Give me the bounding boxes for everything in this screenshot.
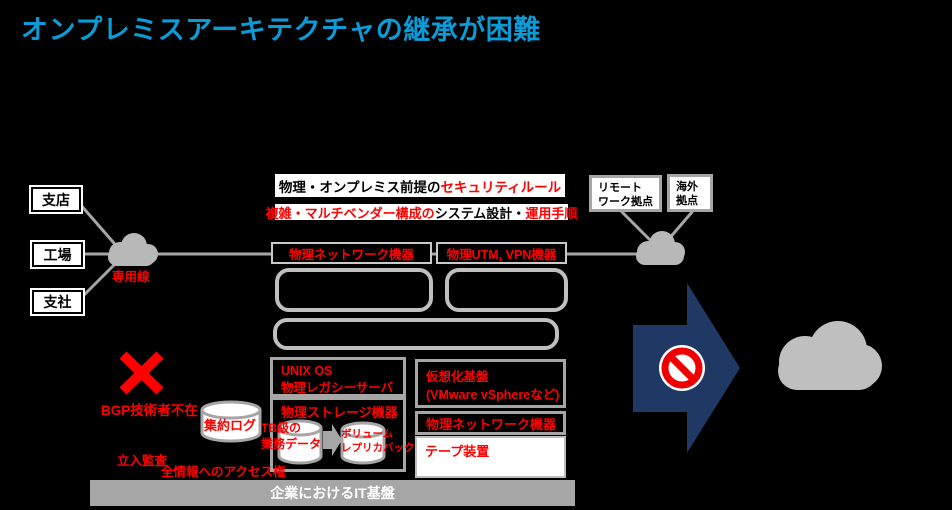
design-procedure-box: 複雑・マルチベンダー構成のシステム設計・運用手順 bbox=[266, 202, 577, 222]
site-label: 工場 bbox=[43, 246, 72, 263]
x-mark-icon bbox=[119, 351, 164, 395]
virtualization-line1: 仮想化基盤 bbox=[426, 370, 489, 384]
copy-arrow-icon bbox=[323, 424, 342, 456]
remote-site-label-line2: ワーク拠点 bbox=[598, 196, 653, 209]
access-rights-label: 全情報へのアクセス権 bbox=[161, 465, 286, 479]
site-label: 支社 bbox=[43, 294, 72, 310]
onsite-audit-label: 立入監査 bbox=[117, 454, 168, 468]
bgp-engineer-label: BGP技術者不在 bbox=[101, 403, 198, 418]
data-cylinder-icon bbox=[277, 419, 323, 465]
physical-network-box: 物理ネットワーク機器 bbox=[415, 411, 566, 435]
legacy-server-line2: 物理レガシーサーバ bbox=[281, 380, 394, 395]
line-branch-to-cloud bbox=[77, 201, 122, 252]
prohibition-icon bbox=[659, 345, 705, 391]
remote-site-label-line1: リモート bbox=[598, 182, 642, 194]
virtualization-line2: (VMware vSphereなど) bbox=[426, 387, 560, 402]
rounded-container-right bbox=[445, 268, 568, 312]
remote-work-site-box: リモート ワーク拠点 bbox=[589, 175, 662, 212]
line-overseas-to-cloud bbox=[666, 210, 694, 242]
legacy-server-box: UNIX OS 物理レガシーサーバ bbox=[270, 357, 406, 397]
legacy-server-line1: UNIX OS bbox=[281, 364, 333, 378]
rule-text-red: 運用手順 bbox=[525, 205, 578, 221]
page-title: オンプレミスアーキテクチャの継承が困難 bbox=[21, 15, 541, 45]
rule-text-red: 複雑・マルチベンダー構成の bbox=[265, 205, 435, 221]
log-cylinder-icon bbox=[200, 400, 262, 443]
internet-cloud-icon bbox=[636, 231, 685, 265]
site-box-branch: 支店 bbox=[31, 187, 81, 212]
overseas-site-box: 海外 拠点 bbox=[667, 174, 713, 212]
site-box-factory: 工場 bbox=[32, 242, 83, 267]
business-data-label: TB級の 業務データ bbox=[261, 421, 322, 451]
utm-vpn-equipment-box: 物理UTM, VPN機器 bbox=[436, 242, 567, 264]
physical-storage-box: 物理ストレージ機器 bbox=[270, 397, 406, 472]
overseas-site-label-line2: 拠点 bbox=[676, 195, 698, 208]
replica-cylinder-icon bbox=[340, 421, 386, 465]
virtualization-box: 仮想化基盤 (VMware vSphereなど) bbox=[415, 359, 566, 408]
it-infrastructure-footer-bar: 企業におけるIT基盤 bbox=[90, 480, 575, 506]
dedicated-line-label: 専用線 bbox=[112, 270, 150, 284]
overseas-site-label-line1: 海外 bbox=[676, 181, 698, 193]
rule-text-black: 物理・オンプレミス前提の bbox=[278, 179, 441, 195]
network-box-label: 物理UTM, VPN機器 bbox=[446, 247, 557, 262]
storage-box-title: 物理ストレージ機器 bbox=[281, 405, 398, 420]
rounded-container-left bbox=[275, 268, 433, 312]
rule-text-black: システム設計・ bbox=[434, 205, 526, 221]
aggregated-log-label: 集約ログ bbox=[204, 418, 257, 433]
footer-bar-label: 企業におけるIT基盤 bbox=[270, 485, 395, 501]
rounded-container-wide bbox=[273, 318, 559, 350]
physical-network-equipment-box: 物理ネットワーク機器 bbox=[271, 242, 432, 264]
cloud-target-icon bbox=[778, 321, 882, 390]
line-office-to-cloud bbox=[78, 257, 122, 301]
site-box-office: 支社 bbox=[32, 290, 83, 314]
site-label: 支店 bbox=[42, 191, 70, 208]
line-remote-to-cloud bbox=[620, 210, 652, 242]
tape-device-box: テープ装置 bbox=[415, 436, 566, 478]
rule-text-red: セキュリティルール bbox=[440, 179, 562, 195]
network-box-label: 物理ネットワーク機器 bbox=[288, 247, 414, 262]
security-rule-box: 物理・オンプレミス前提のセキュリティルール bbox=[273, 172, 567, 199]
dedicated-line-cloud-icon bbox=[108, 233, 158, 266]
